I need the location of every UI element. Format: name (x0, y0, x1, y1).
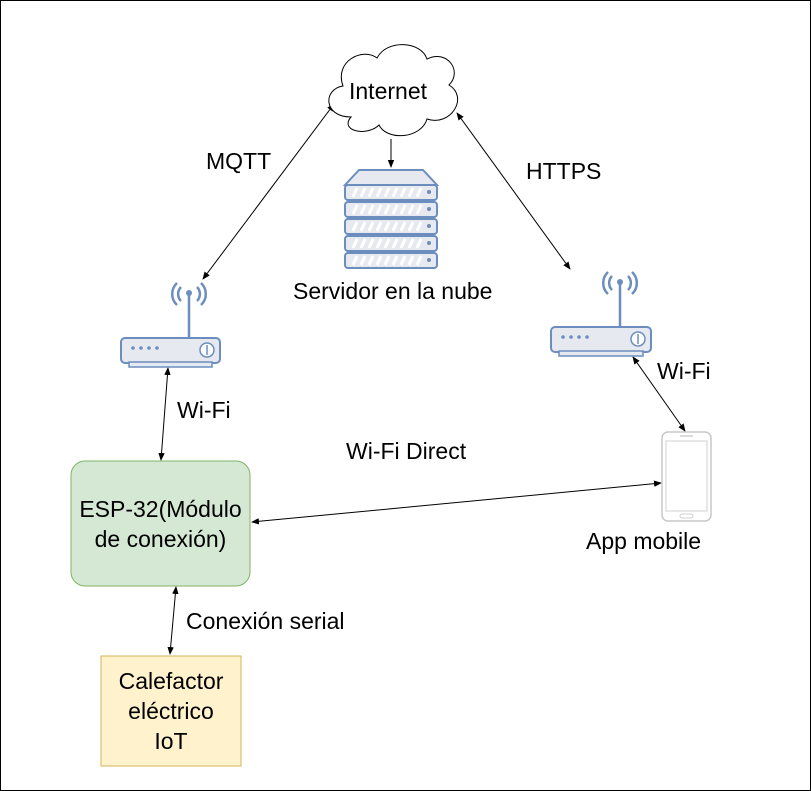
heater-label-line1: Calefactor (118, 668, 224, 694)
serial-edge-label: Conexión serial (186, 608, 345, 634)
router-icon-left (120, 282, 221, 368)
https-edge-label: HTTPS (526, 158, 602, 184)
heater-label-line2: eléctrico (128, 698, 214, 724)
wifi-left-connector (158, 367, 171, 461)
https-connector (456, 112, 571, 270)
smartphone-icon (661, 431, 712, 522)
heater-label: Calefactor eléctrico IoT (101, 666, 241, 756)
router-icon-right (550, 271, 652, 357)
esp32-module-box (70, 460, 251, 587)
wifi-direct-edge-label: Wi-Fi Direct (346, 438, 467, 464)
cloud-icon (328, 44, 459, 137)
serial-connector (167, 586, 179, 655)
wifi-direct-connector (251, 480, 662, 525)
server-rack-icon (342, 169, 440, 269)
wifi-left-edge-label: Wi-Fi (177, 397, 231, 423)
mqtt-edge-label: MQTT (206, 148, 272, 174)
internet-label: Internet (349, 78, 427, 104)
esp32-label-line1: ESP-32(Módulo (79, 496, 242, 522)
esp32-label-line2: de conexión) (94, 526, 227, 552)
esp32-label: ESP-32(Módulo de conexión) (71, 494, 250, 554)
heater-label-line3: IoT (154, 728, 188, 754)
wifi-right-edge-label: Wi-Fi (657, 358, 711, 384)
server-label: Servidor en la nube (293, 278, 493, 304)
heater-box (100, 655, 242, 767)
app-mobile-label: App mobile (586, 528, 702, 554)
wifi-right-connector (632, 356, 686, 432)
mqtt-connector (202, 103, 335, 280)
